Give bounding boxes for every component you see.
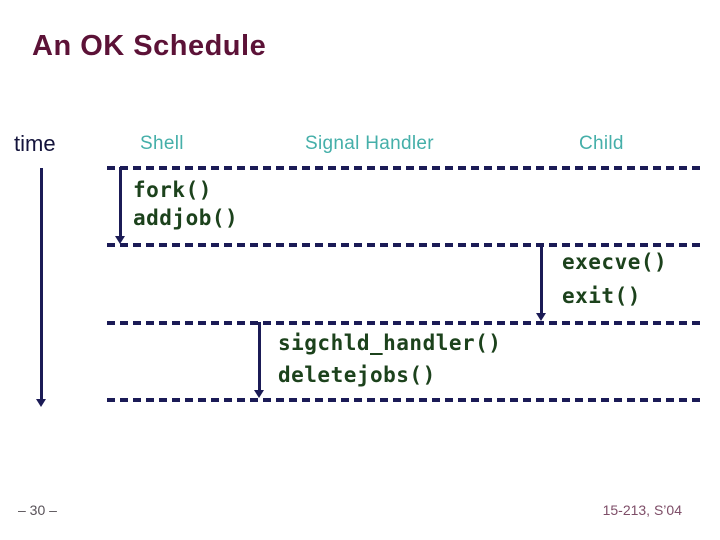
time-axis-label: time xyxy=(14,131,56,156)
event-sigchld-handler: sigchld_handler() xyxy=(278,331,502,355)
course-footer: 15-213, S’04 xyxy=(602,502,682,518)
dashed-divider-4 xyxy=(107,398,704,402)
shell-timeline-arrow xyxy=(115,167,125,244)
arrow-down-icon xyxy=(115,236,125,244)
event-fork: fork() xyxy=(133,178,212,202)
signal-handler-timeline-arrow xyxy=(254,322,264,398)
dashed-divider-3 xyxy=(107,321,704,325)
event-execve: execve() xyxy=(562,250,668,274)
event-exit: exit() xyxy=(562,284,641,308)
column-header-child: Child xyxy=(579,133,624,154)
child-timeline-arrow xyxy=(536,244,546,321)
arrow-down-icon xyxy=(254,390,264,398)
dashed-divider-1 xyxy=(107,166,704,170)
arrow-down-icon xyxy=(36,399,46,407)
arrow-down-icon xyxy=(536,313,546,321)
dashed-divider-2 xyxy=(107,243,704,247)
column-header-signal-handler: Signal Handler xyxy=(305,133,434,154)
event-addjob: addjob() xyxy=(133,206,239,230)
page-number: – 30 – xyxy=(18,502,57,518)
time-axis-arrow xyxy=(36,168,46,407)
event-deletejobs: deletejobs() xyxy=(278,363,436,387)
column-header-shell: Shell xyxy=(140,133,184,154)
slide-title: An OK Schedule xyxy=(32,30,267,62)
